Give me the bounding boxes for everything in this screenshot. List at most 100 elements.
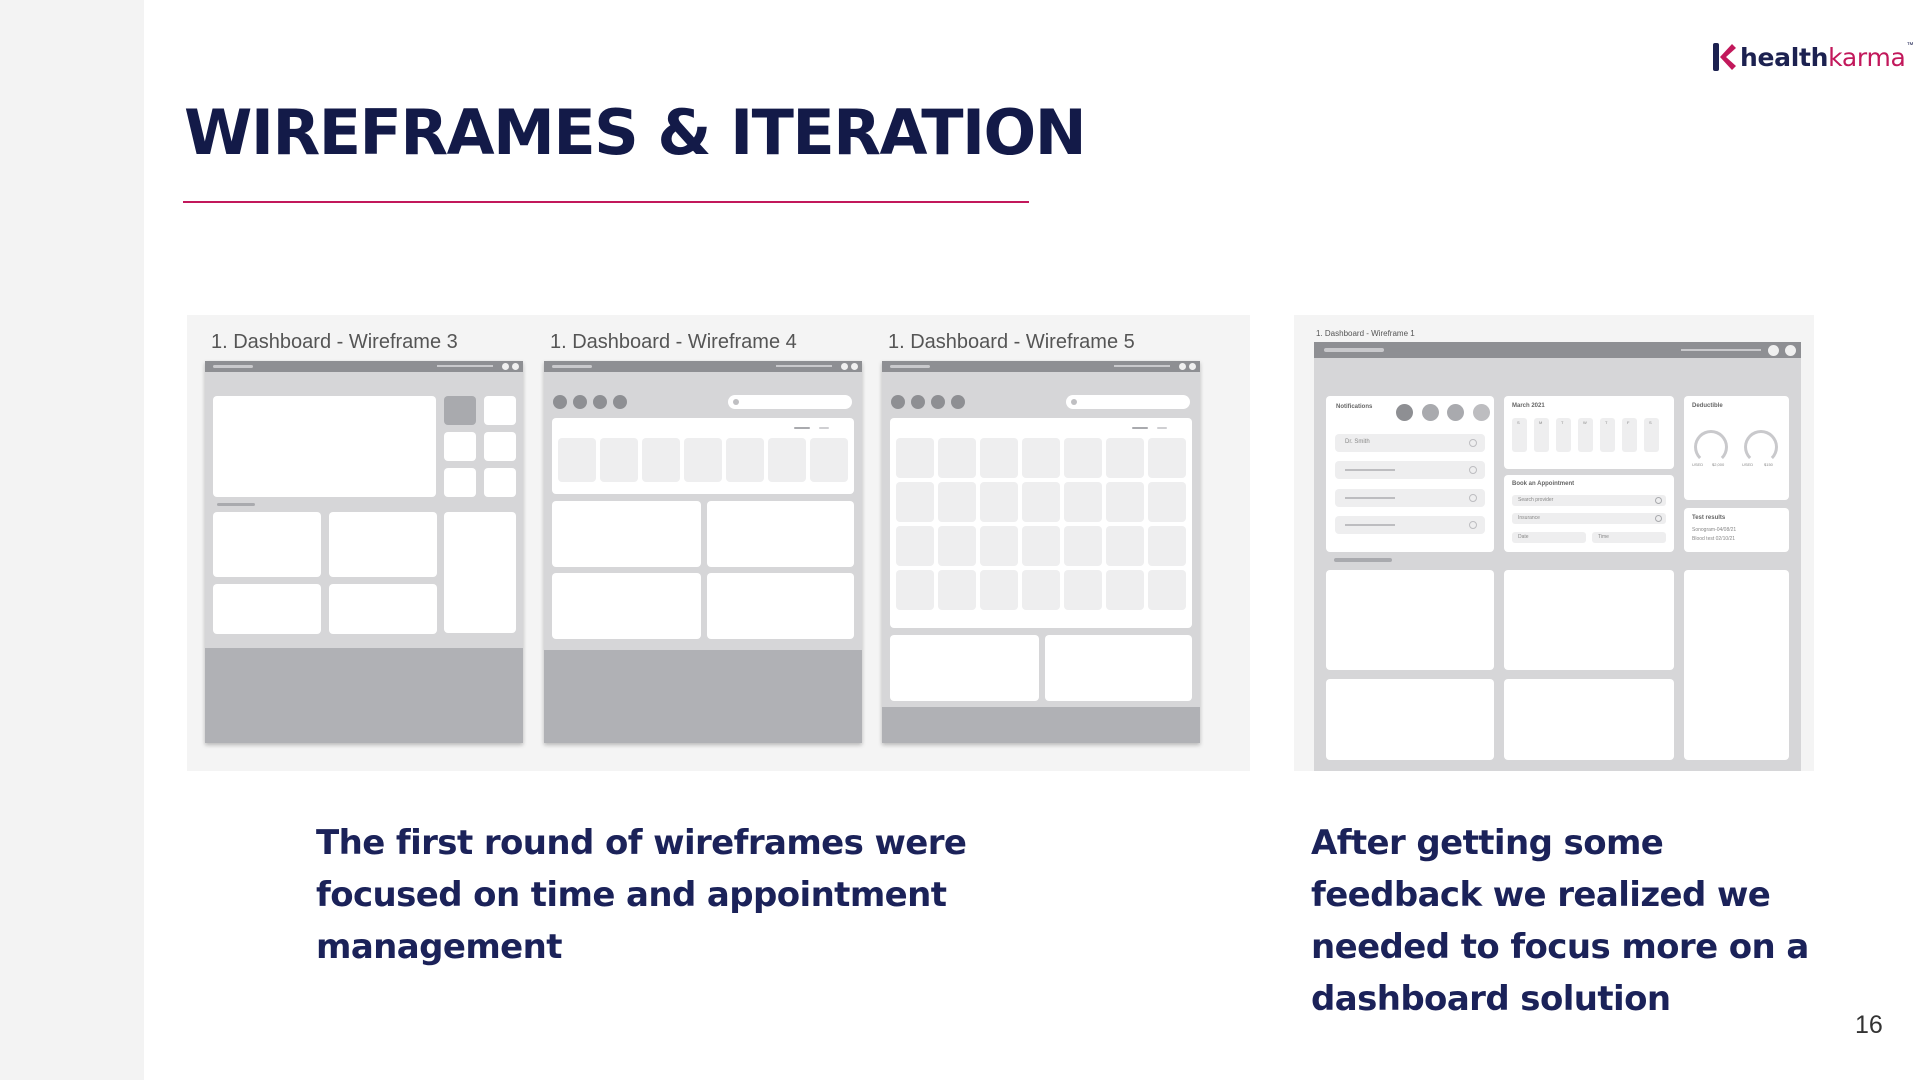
logo-word-karma: karma (1828, 42, 1906, 72)
wireframe-card (1504, 679, 1674, 760)
healthkarma-logo-icon (1713, 43, 1736, 71)
wireframe-topbar (544, 361, 862, 372)
wireframe-1-label: 1. Dashboard - Wireframe 1 (1316, 329, 1415, 338)
wireframe-3 (205, 361, 523, 743)
wireframe-card (1326, 679, 1494, 760)
wireframe-topbar (205, 361, 523, 372)
wireframe-section-line (1334, 558, 1392, 562)
wireframe-footer (544, 650, 862, 743)
wireframe-card (329, 512, 437, 577)
test-result-item: Sonogram-04/08/21 (1692, 527, 1737, 533)
wireframes-panel: 1. Dashboard - Wireframe 3 1. Dashboard … (187, 315, 1250, 771)
wireframe-card (1326, 570, 1494, 670)
caption-feedback: After getting some feedback we realized … (1311, 823, 1809, 1019)
healthkarma-logo: healthkarma ™ (1712, 40, 1914, 74)
notification-row (1335, 516, 1485, 534)
notification-item-text: Dr. Smith (1345, 439, 1370, 445)
left-rail (0, 0, 144, 1080)
wireframe-card (213, 584, 321, 634)
calendar-day: W (1583, 420, 1587, 425)
deductible-card: Deductible USED $2,000 USED $150 (1684, 396, 1789, 500)
calendar-day: S (1649, 420, 1652, 425)
calendar-card: March 2021 S M T W T F S (1504, 396, 1674, 469)
wireframe-card (329, 584, 437, 634)
gauge-amount: $2,000 (1712, 462, 1725, 467)
wireframe-card (707, 573, 854, 639)
appointment-title: Book an Appointment (1512, 481, 1575, 487)
wireframe-footer (205, 648, 523, 743)
caption-first-round: The first round of wireframes were focus… (316, 823, 967, 967)
gauge-used-label: USED (1692, 462, 1704, 467)
wireframe-month-card (890, 418, 1192, 628)
gauge-used-label: USED (1742, 462, 1754, 467)
wireframe-1-panel: 1. Dashboard - Wireframe 1 Notifications… (1294, 315, 1814, 771)
notification-row (1335, 461, 1485, 479)
logo-wordmark: healthkarma (1740, 45, 1906, 70)
wireframe-search-pill (728, 395, 852, 409)
test-result-item: Blood test 02/10/21 (1692, 536, 1736, 542)
avatar (1422, 404, 1439, 421)
wireframe-card (1504, 570, 1674, 670)
wireframe-3-label: 1. Dashboard - Wireframe 3 (211, 331, 458, 353)
title-underline (183, 201, 1029, 203)
search-provider-placeholder: Search provider (1518, 497, 1554, 503)
gauge-amount: $150 (1764, 462, 1773, 467)
search-provider-field: Search provider (1512, 495, 1666, 506)
wireframe-tile (484, 468, 516, 497)
calendar-day: T (1561, 420, 1564, 425)
wireframe-footer (882, 707, 1200, 743)
wireframe-week-card (552, 418, 854, 494)
time-field: Time (1592, 532, 1666, 543)
wireframe-4 (544, 361, 862, 743)
wireframe-1: Notifications Dr. Smith March 2021 S M T… (1314, 342, 1801, 771)
page-title: WIREFRAMES & ITERATION (184, 96, 1087, 169)
wireframe-card (444, 512, 516, 633)
wireframe-card (707, 501, 854, 567)
test-results-card: Test results Sonogram-04/08/21 Blood tes… (1684, 508, 1789, 552)
notifications-title: Notifications (1336, 404, 1373, 410)
wireframe-topbar (1314, 342, 1801, 358)
wireframe-section-line (217, 503, 255, 506)
wireframe-5 (882, 361, 1200, 743)
date-field: Date (1512, 532, 1586, 543)
deductible-title: Deductible (1692, 403, 1723, 409)
wireframe-card (1045, 635, 1192, 701)
wireframe-card (1684, 570, 1789, 760)
calendar-day: S (1517, 420, 1520, 425)
wireframe-card (213, 396, 436, 497)
logo-trademark: ™ (1906, 42, 1914, 49)
notification-row: Dr. Smith (1335, 434, 1485, 452)
wireframe-tile (484, 396, 516, 425)
wireframe-tile (444, 396, 476, 425)
wireframe-tile (444, 432, 476, 461)
calendar-day: F (1627, 420, 1630, 425)
notification-row (1335, 489, 1485, 507)
deductible-gauge (1694, 430, 1728, 464)
appointment-card: Book an Appointment Search provider Insu… (1504, 475, 1674, 552)
insurance-placeholder: Insurance (1518, 515, 1540, 521)
wireframe-card (213, 512, 321, 577)
calendar-day: M (1539, 420, 1543, 425)
wireframe-card (552, 501, 701, 567)
wireframe-search-pill (1066, 395, 1190, 409)
page-number: 16 (1855, 1011, 1883, 1039)
avatar (1396, 404, 1413, 421)
insurance-field: Insurance (1512, 513, 1666, 524)
notifications-card: Notifications Dr. Smith (1326, 396, 1494, 552)
wireframe-4-label: 1. Dashboard - Wireframe 4 (550, 331, 797, 353)
time-placeholder: Time (1598, 534, 1609, 540)
wireframe-tile (484, 432, 516, 461)
avatar (1473, 404, 1490, 421)
wireframe-card (890, 635, 1039, 701)
logo-word-health: health (1740, 42, 1829, 72)
avatar (1447, 404, 1464, 421)
deductible-gauge (1744, 430, 1778, 464)
date-placeholder: Date (1518, 534, 1529, 540)
wireframe-topbar (882, 361, 1200, 372)
wireframe-card (552, 573, 701, 639)
wireframe-5-label: 1. Dashboard - Wireframe 5 (888, 331, 1135, 353)
calendar-day: T (1605, 420, 1608, 425)
calendar-title: March 2021 (1512, 403, 1545, 409)
wireframe-tile (444, 468, 476, 497)
test-results-title: Test results (1692, 515, 1726, 521)
